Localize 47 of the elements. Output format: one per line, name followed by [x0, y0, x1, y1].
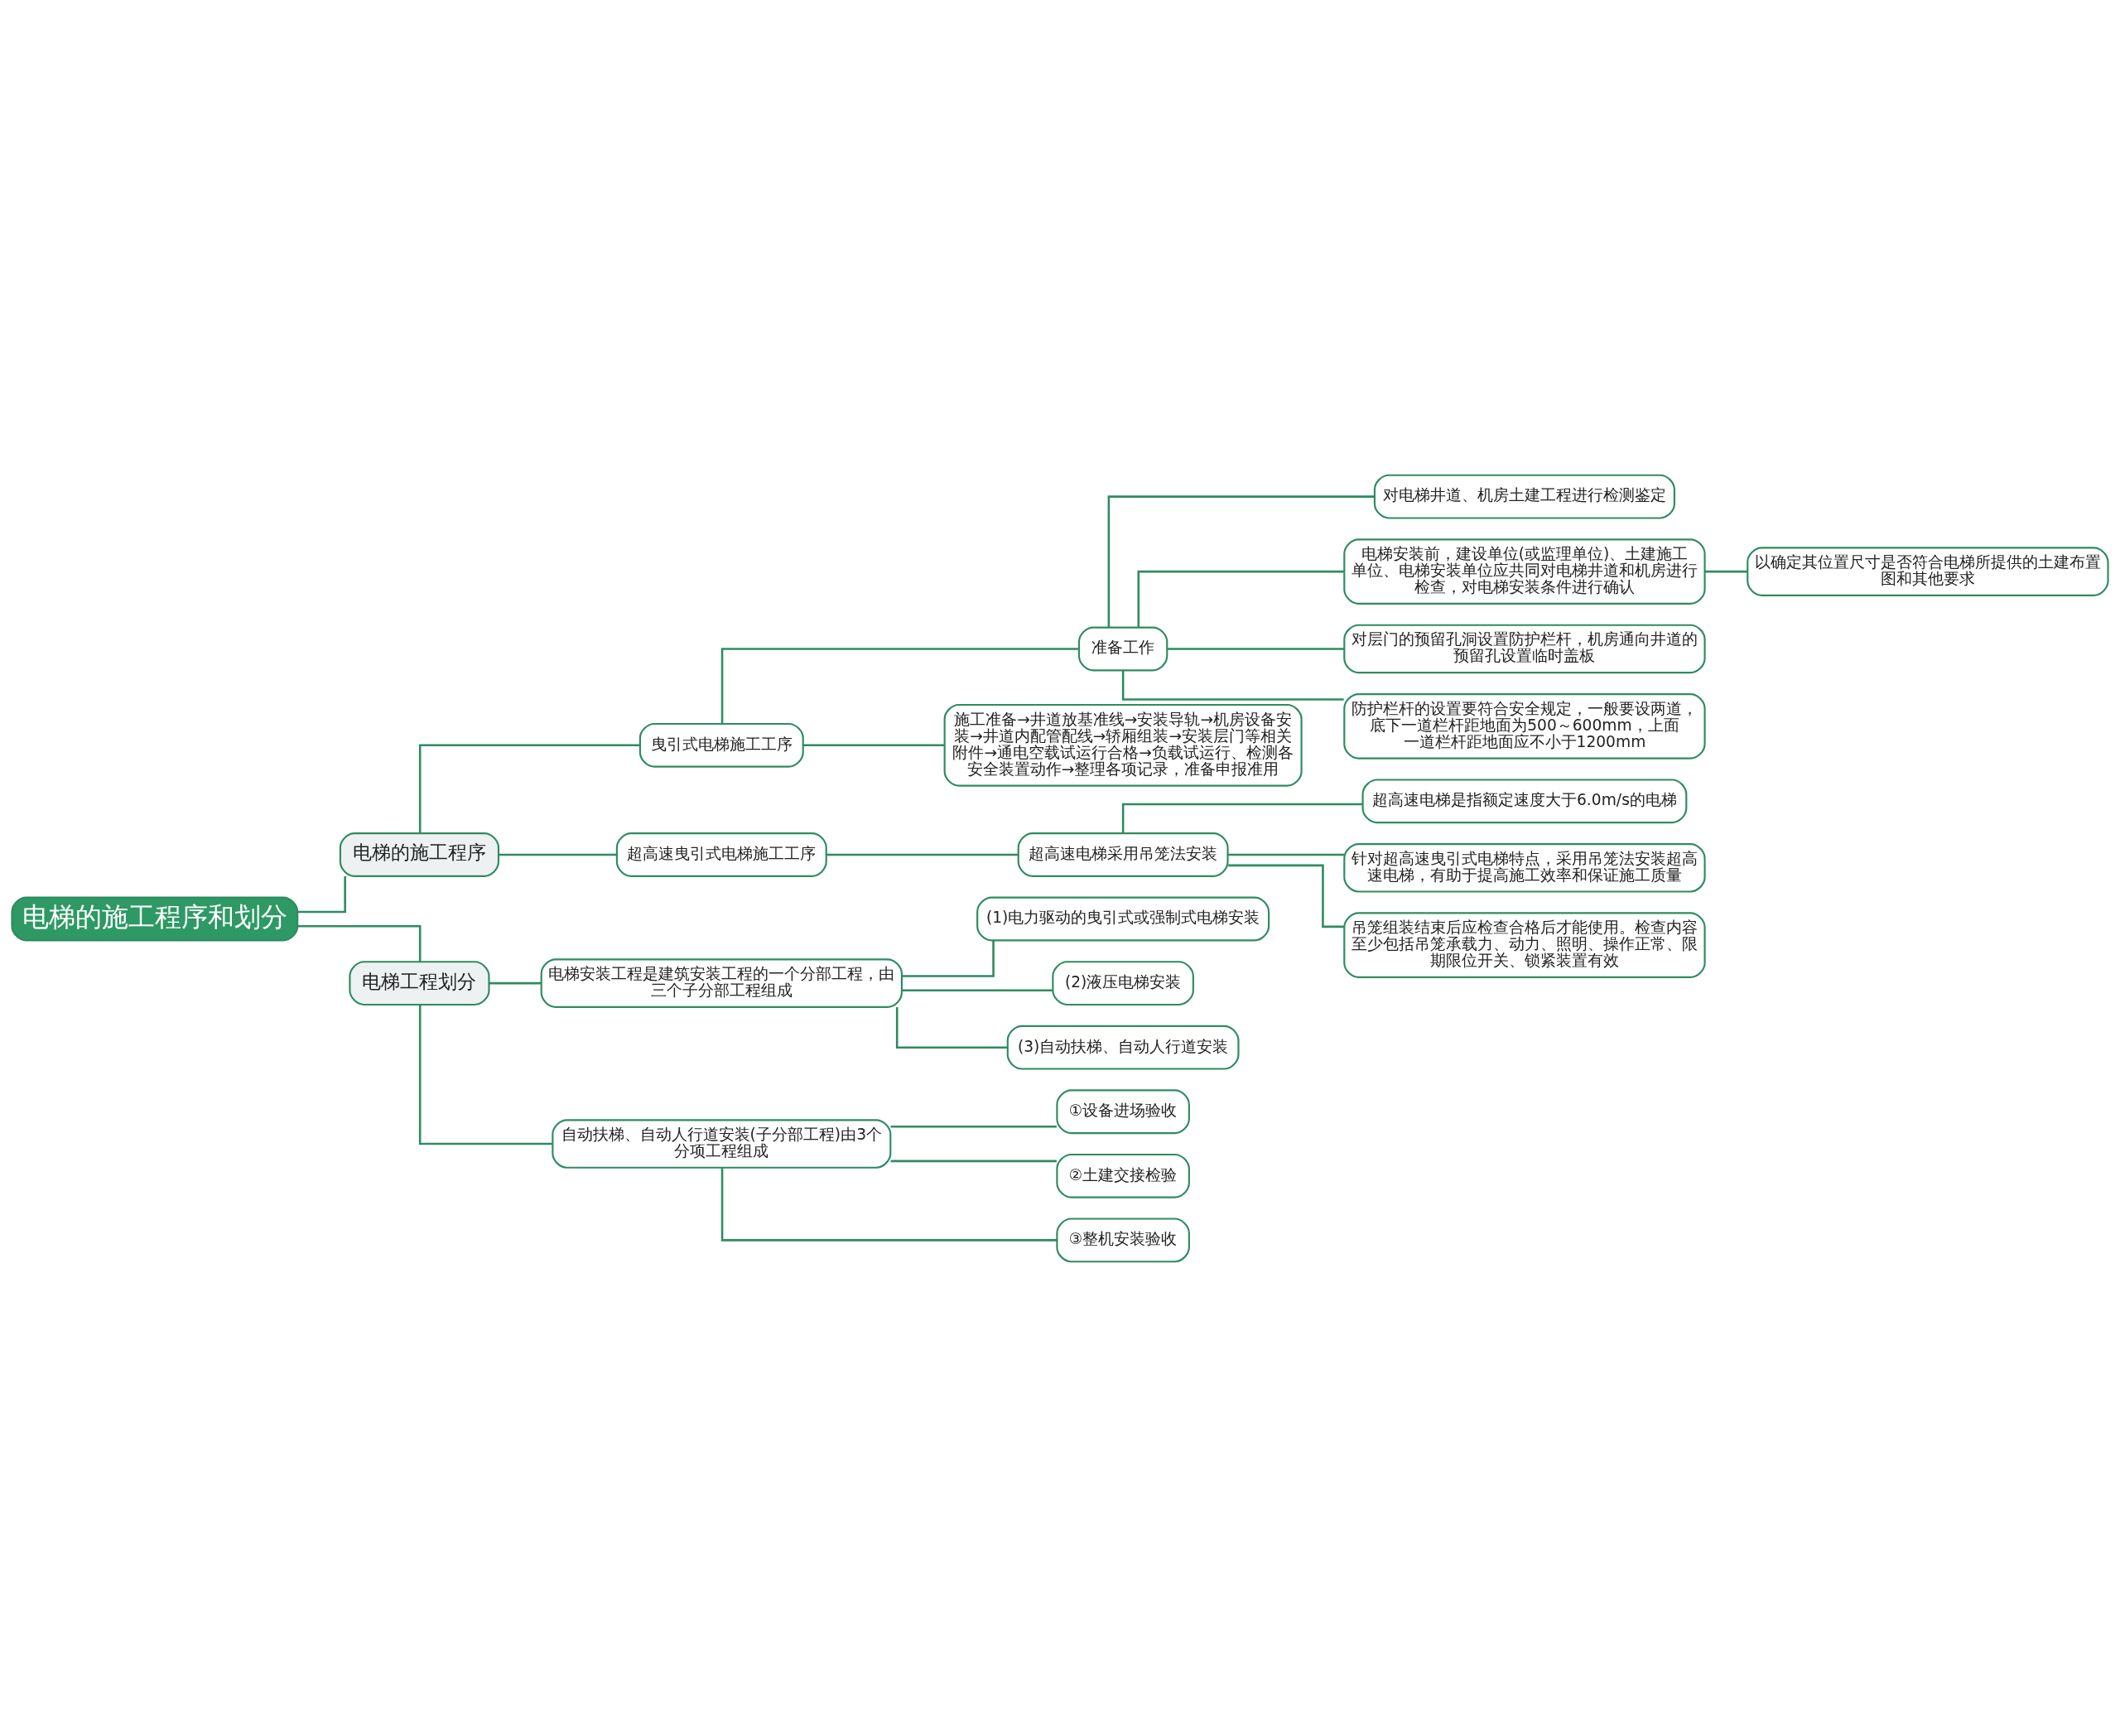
connector: [895, 1006, 1008, 1049]
connector: [1121, 670, 1344, 701]
connector: [1107, 494, 1375, 627]
node-box: 电梯安装前，建设单位(或监理单位)、土建施工单位、电梯安装单位应共同对电梯井道和机房进行检查，对电梯安装条件进行确认: [1343, 538, 1706, 605]
node-box: 施工准备→井道放基准线→安装导轨→机房设备安装→井道内配管配线→轿厢组装→安装层门等相关附件→通电空载试运行合格→负载试运行、检测各安全装置动作→整理各项记录，准备申报准用: [943, 703, 1303, 787]
connector: [489, 981, 542, 984]
connector: [499, 853, 617, 856]
node-box: 以确定其位置尺寸是否符合电梯所提供的土建布置图和其他要求: [1747, 546, 2109, 596]
connector: [418, 1004, 552, 1145]
node-box: 对电梯井道、机房土建工程进行检测鉴定: [1373, 474, 1675, 519]
node-box: 针对超高速曳引式电梯特点，采用吊笼法安装超高速电梯，有助于提高施工效率和保证施工质量: [1343, 842, 1706, 893]
node-box: ①设备进场验收: [1056, 1088, 1190, 1134]
node-box: (1)电力驱动的曳引式或强制式电梯安装: [976, 896, 1270, 941]
connector: [297, 924, 422, 962]
node-box: 电梯安装工程是建筑安装工程的一个分部工程，由三个子分部工程组成: [540, 957, 903, 1008]
node-box: (2)液压电梯安装: [1052, 960, 1194, 1005]
connector: [1167, 647, 1345, 650]
node-box: ②土建交接检验: [1056, 1153, 1190, 1198]
connector: [826, 853, 1019, 856]
connector: [297, 875, 346, 913]
connector: [1704, 570, 1748, 572]
node-box: 曳引式电梯施工工序: [638, 722, 804, 768]
node-box: (3)自动扶梯、自动人行道安装: [1006, 1025, 1240, 1070]
node-box: 防护栏杆的设置要符合安全规定，一般要设两道，底下一道栏杆距地面为500～600mm，上面一道栏杆距地面应不小于1200mm: [1343, 692, 1706, 760]
node-box: 电梯工程划分: [349, 960, 490, 1005]
node-box: 电梯的施工程序: [339, 832, 500, 877]
node-box: 对层门的预留孔洞设置防护栏杆，机房通向井道的预留孔设置临时盖板: [1343, 624, 1706, 673]
connector: [720, 1167, 1058, 1242]
connector: [1137, 570, 1344, 627]
node-box: 准备工作: [1077, 626, 1168, 671]
connector: [890, 1160, 1057, 1162]
connector: [418, 744, 640, 833]
connector: [803, 744, 945, 746]
connector: [720, 647, 1079, 723]
node-box: 超高速电梯采用吊笼法安装: [1017, 832, 1229, 877]
node-box: 超高速曳引式电梯施工工序: [615, 832, 827, 877]
connector: [1121, 803, 1363, 833]
connector: [902, 940, 995, 977]
connector: [1227, 853, 1344, 856]
node-box: ③整机安装验收: [1056, 1217, 1190, 1262]
node-box: 自动扶梯、自动人行道安装(子分部工程)由3个分项工程组成: [552, 1118, 892, 1169]
connector: [902, 988, 1053, 991]
node-box: 超高速电梯是指额定速度大于6.0m/s的电梯: [1361, 778, 1688, 823]
node-box: 吊笼组装结束后应检查合格后才能使用。检查内容至少包括吊笼承载力、动力、照明、操作正常、限期限位开关、锁紧装置有效: [1343, 911, 1706, 978]
connector: [1228, 864, 1345, 928]
node-box: 电梯的施工程序和划分: [11, 896, 299, 941]
connector: [890, 1125, 1057, 1127]
